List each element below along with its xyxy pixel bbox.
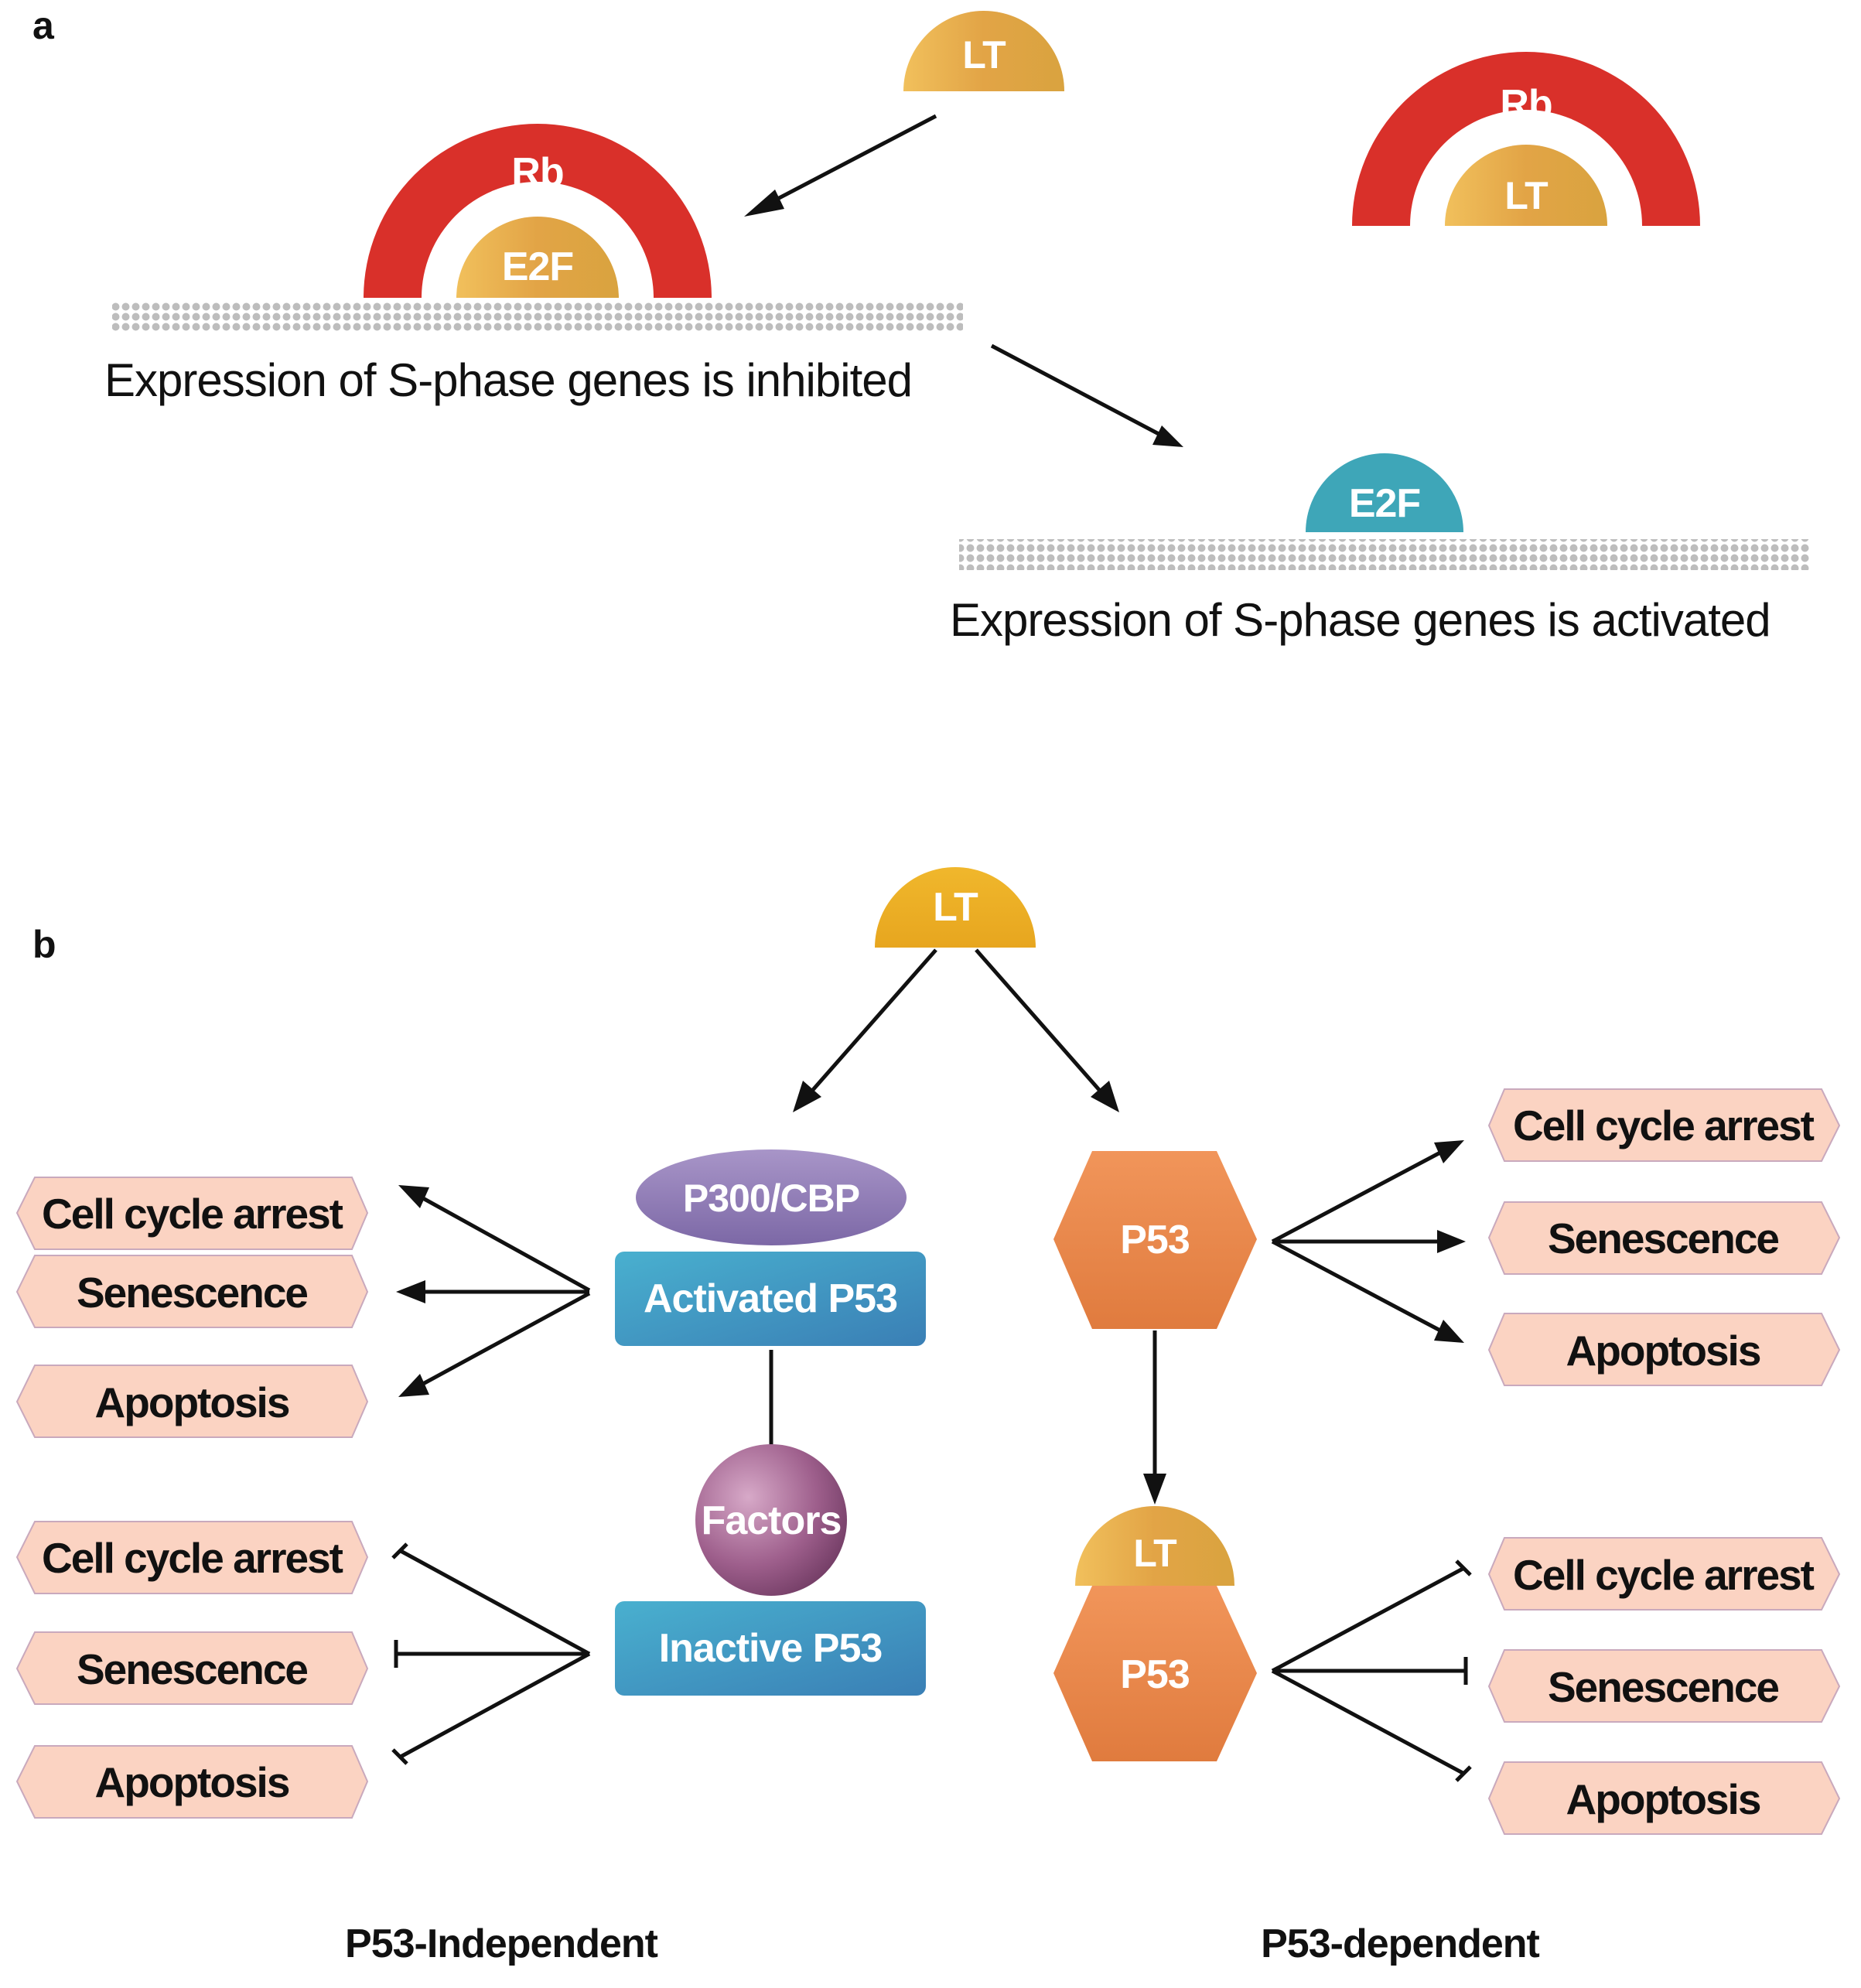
rb-e2f-complex: Rb E2F — [364, 124, 712, 298]
panel-b: b LT P300/CBP Activated P53 — [15, 867, 1841, 1966]
e2f-label: E2F — [502, 244, 573, 289]
inhibition-inactive-to-outcomes — [391, 1542, 591, 1765]
panel-b-letter: b — [32, 923, 56, 966]
e2f-free: E2F — [1306, 453, 1463, 532]
p53-independent-label: P53-Independent — [345, 1921, 658, 1966]
arrows-p53-to-outcomes — [1271, 1140, 1466, 1343]
arrow-lt-to-activated-p53 — [793, 948, 937, 1112]
dna-strand-activated — [959, 539, 1810, 570]
arrow-p53-to-bound — [1143, 1330, 1166, 1505]
outcome-label: Senescence — [1548, 1214, 1778, 1262]
rb-lt-complex: Rb LT — [1352, 52, 1700, 226]
arrow-lt-to-p53 — [975, 948, 1119, 1112]
dna-strand-inhibited — [112, 302, 963, 333]
outcome-left-cell-cycle-arrest-1: Cell cycle arrest — [15, 1177, 369, 1250]
lt-label: LT — [1133, 1532, 1176, 1575]
outcome-left-senescence-1: Senescence — [15, 1255, 369, 1328]
outcome-label: Cell cycle arrest — [42, 1190, 343, 1238]
lt-top-b: LT — [875, 867, 1036, 948]
p300-label: P300/CBP — [683, 1177, 859, 1220]
factors-circle: Factors — [695, 1444, 847, 1596]
outcome-label: Cell cycle arrest — [1513, 1102, 1815, 1149]
lt-p53-bound-complex: LT P53 — [1053, 1506, 1257, 1761]
lt-label: LT — [962, 33, 1006, 77]
outcome-left-apoptosis-2: Apoptosis — [15, 1745, 369, 1819]
inhibition-bound-to-outcomes — [1271, 1559, 1472, 1782]
arrows-activated-to-outcomes — [396, 1185, 591, 1397]
lt-free-top: LT — [903, 11, 1064, 91]
arrow-lt-to-rb-complex — [744, 114, 937, 217]
outcome-label: Senescence — [77, 1645, 307, 1693]
arrow-to-activated — [990, 343, 1183, 447]
outcome-label: Apoptosis — [95, 1378, 289, 1426]
p53-dependent-label: P53-dependent — [1261, 1921, 1539, 1966]
p53-hexagon-free: P53 — [1053, 1151, 1257, 1329]
outcome-right-senescence-1: Senescence — [1487, 1201, 1841, 1275]
lt-label: LT — [933, 885, 978, 930]
outcome-label: Apoptosis — [95, 1758, 289, 1806]
outcome-right-apoptosis-1: Apoptosis — [1487, 1313, 1841, 1386]
outcome-label: Senescence — [1548, 1663, 1778, 1711]
inactive-p53-label: Inactive P53 — [659, 1626, 883, 1671]
p53-label: P53 — [1120, 1218, 1190, 1262]
factors-label: Factors — [702, 1498, 842, 1543]
p53-label: P53 — [1120, 1652, 1190, 1697]
outcome-label: Senescence — [77, 1269, 307, 1317]
outcome-right-senescence-2: Senescence — [1487, 1649, 1841, 1723]
rb-label: Rb — [1500, 82, 1552, 127]
panel-a: a LT Rb E2F Expression of S-phase genes … — [32, 4, 1810, 646]
inactive-p53-box: Inactive P53 — [615, 1601, 926, 1696]
outcome-right-cell-cycle-arrest-2: Cell cycle arrest — [1487, 1537, 1841, 1611]
outcome-label: Cell cycle arrest — [1513, 1551, 1815, 1599]
panel-a-letter: a — [32, 4, 55, 47]
outcome-label: Cell cycle arrest — [42, 1534, 343, 1582]
outcome-right-cell-cycle-arrest-1: Cell cycle arrest — [1487, 1088, 1841, 1162]
activated-p53-box: Activated P53 — [615, 1252, 926, 1346]
outcome-right-apoptosis-2: Apoptosis — [1487, 1761, 1841, 1835]
e2f-label: E2F — [1349, 481, 1420, 526]
activated-p53-label: Activated P53 — [644, 1276, 897, 1321]
outcome-label: Apoptosis — [1566, 1327, 1760, 1375]
outcome-label: Apoptosis — [1566, 1775, 1760, 1823]
caption-activated: Expression of S-phase genes is activated — [950, 594, 1771, 646]
outcome-left-cell-cycle-arrest-2: Cell cycle arrest — [15, 1521, 369, 1594]
outcome-left-apoptosis-1: Apoptosis — [15, 1365, 369, 1438]
outcome-left-senescence-2: Senescence — [15, 1631, 369, 1705]
p300-cbp-ellipse: P300/CBP — [636, 1149, 907, 1245]
lt-label: LT — [1504, 174, 1548, 217]
rb-label: Rb — [511, 150, 563, 195]
caption-inhibited: Expression of S-phase genes is inhibited — [104, 354, 912, 406]
